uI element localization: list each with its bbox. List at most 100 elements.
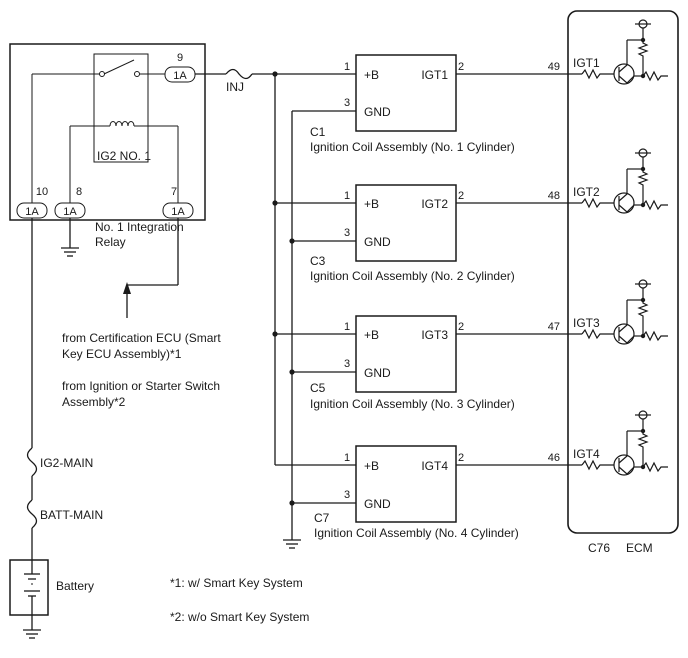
coil-gnd-label: GND bbox=[364, 497, 391, 511]
ecm-pin-number: 49 bbox=[548, 61, 560, 73]
coil-pin-igt: 2 bbox=[458, 321, 464, 333]
coil-code: C7 bbox=[314, 511, 330, 525]
coil-pin-gnd: 3 bbox=[344, 358, 350, 370]
ecm-igt-circuit bbox=[581, 19, 668, 85]
svg-text:8: 8 bbox=[76, 186, 82, 198]
coil-pin-gnd: 3 bbox=[344, 227, 350, 239]
ground-icon bbox=[61, 247, 79, 257]
transistor-icon bbox=[613, 323, 635, 345]
resistor-icon bbox=[642, 461, 668, 473]
svg-text:10: 10 bbox=[36, 186, 48, 198]
coil-gnd-label: GND bbox=[364, 366, 391, 380]
coil-gnd-label: GND bbox=[364, 235, 391, 249]
from-ign-line2: Assembly*2 bbox=[62, 395, 126, 409]
ecm-circuits bbox=[581, 19, 668, 476]
ignition-coil-box bbox=[355, 184, 457, 262]
ecm-pin-label: IGT2 bbox=[573, 185, 600, 199]
coil-b-label: +B bbox=[364, 68, 379, 82]
relay-coil-icon bbox=[109, 121, 135, 127]
svg-text:1A: 1A bbox=[63, 206, 77, 218]
ignition-coil-box bbox=[355, 445, 457, 523]
ecm-igt-circuit bbox=[581, 410, 668, 476]
resistor-icon bbox=[637, 40, 649, 68]
resistor-icon bbox=[581, 328, 614, 340]
coil-b-label: +B bbox=[364, 328, 379, 342]
coil-pin-b: 1 bbox=[344, 321, 350, 333]
svg-text:1A: 1A bbox=[171, 206, 185, 218]
resistor-icon bbox=[581, 197, 614, 209]
battery-icon bbox=[9, 559, 49, 616]
ecm-pin-label: IGT3 bbox=[573, 316, 600, 330]
ecm-pin-number: 48 bbox=[548, 190, 560, 202]
coil-row-3: +B GND IGT3 1 3 2 C5 Ignition Coil Assem… bbox=[275, 315, 600, 411]
signal-arrow-icon bbox=[123, 282, 131, 294]
integration-relay: IG2 NO. 1 1A 9 1A 10 1A 8 1A 7 bbox=[9, 43, 206, 221]
resistor-icon bbox=[637, 300, 649, 328]
coil-igt-label: IGT4 bbox=[421, 459, 448, 473]
coil-name: Ignition Coil Assembly (No. 1 Cylinder) bbox=[310, 140, 515, 154]
coil-pin-igt: 2 bbox=[458, 190, 464, 202]
coil-name: Ignition Coil Assembly (No. 4 Cylinder) bbox=[314, 526, 519, 540]
coil-pin-igt: 2 bbox=[458, 452, 464, 464]
from-cert-line2: Key ECU Assembly)*1 bbox=[62, 347, 182, 361]
svg-text:1A: 1A bbox=[25, 206, 39, 218]
coil-igt-label: IGT2 bbox=[421, 197, 448, 211]
coil-pin-b: 1 bbox=[344, 61, 350, 73]
resistor-icon bbox=[581, 459, 614, 471]
coil-row-2: +B GND IGT2 1 3 2 C3 Ignition Coil Assem… bbox=[275, 184, 600, 283]
coil-b-label: +B bbox=[364, 197, 379, 211]
ecm-pin-number: 46 bbox=[548, 452, 560, 464]
coil-pin-b: 1 bbox=[344, 452, 350, 464]
ig2-main-label: IG2-MAIN bbox=[40, 456, 93, 470]
batt-main-label: BATT-MAIN bbox=[40, 508, 103, 522]
coil-pin-gnd: 3 bbox=[344, 97, 350, 109]
battery-label: Battery bbox=[56, 579, 94, 593]
coil-code: C5 bbox=[310, 381, 326, 395]
resistor-icon bbox=[637, 169, 649, 197]
relay-coil-label: IG2 NO. 1 bbox=[97, 149, 151, 163]
ecm-pin-label: IGT4 bbox=[573, 447, 600, 461]
resistor-icon bbox=[637, 431, 649, 459]
coil-row-1: +B GND IGT1 1 3 2 C1 Ignition Coil Assem… bbox=[275, 54, 600, 154]
ig2-main-fuse-icon bbox=[26, 447, 38, 477]
ecm-igt-circuit bbox=[581, 148, 668, 214]
coil-igt-label: IGT1 bbox=[421, 68, 448, 82]
inj-fuse-icon bbox=[225, 68, 253, 80]
transistor-icon bbox=[613, 454, 635, 476]
resistor-icon bbox=[642, 199, 668, 211]
transistor-icon bbox=[613, 63, 635, 85]
coil-name: Ignition Coil Assembly (No. 2 Cylinder) bbox=[310, 269, 515, 283]
coil-code: C1 bbox=[310, 125, 326, 139]
ignition-coil-box bbox=[355, 315, 457, 393]
ecm-connector-label: C76 bbox=[588, 541, 610, 555]
coil-pin-gnd: 3 bbox=[344, 489, 350, 501]
ecm-pin-label: IGT1 bbox=[573, 56, 600, 70]
ignition-coil-box bbox=[355, 54, 457, 132]
coil-row-4: +B GND IGT4 1 3 2 C7 Ignition Coil Assem… bbox=[275, 445, 600, 540]
relay-inner-box bbox=[93, 53, 149, 163]
ecm-box bbox=[567, 10, 679, 534]
note-1: *1: w/ Smart Key System bbox=[170, 576, 303, 590]
inj-label: INJ bbox=[226, 80, 244, 94]
coil-gnd-label: GND bbox=[364, 105, 391, 119]
batt-main-fuse-icon bbox=[26, 499, 38, 529]
coil-code: C3 bbox=[310, 254, 326, 268]
gnd-bus-ground-icon bbox=[283, 539, 301, 549]
from-cert-line1: from Certification ECU (Smart bbox=[62, 331, 221, 345]
resistor-icon bbox=[642, 70, 668, 82]
relay-outline bbox=[9, 43, 206, 221]
ecm-pin-number: 47 bbox=[548, 321, 560, 333]
resistor-icon bbox=[642, 330, 668, 342]
relay-pin-7: 1A 7 bbox=[162, 186, 194, 219]
transistor-icon bbox=[613, 192, 635, 214]
svg-text:1A: 1A bbox=[173, 70, 187, 82]
coil-igt-label: IGT3 bbox=[421, 328, 448, 342]
ecm-igt-circuit bbox=[581, 279, 668, 345]
relay-name-line2: Relay bbox=[95, 235, 126, 249]
coil-pin-b: 1 bbox=[344, 190, 350, 202]
coil-pin-igt: 2 bbox=[458, 61, 464, 73]
from-ign-line1: from Ignition or Starter Switch bbox=[62, 379, 220, 393]
coil-b-label: +B bbox=[364, 459, 379, 473]
svg-text:7: 7 bbox=[171, 186, 177, 198]
